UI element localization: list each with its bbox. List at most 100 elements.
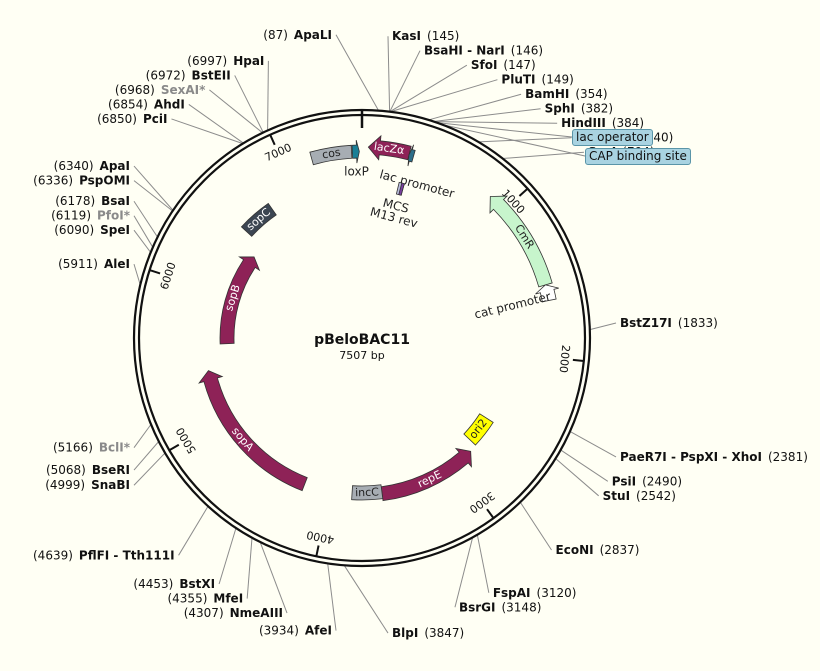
boxed-site-lac-operator[interactable]: lac operator — [572, 129, 653, 146]
site-bamhi[interactable]: BamHI(354) — [525, 87, 608, 101]
site-leader — [433, 108, 541, 123]
feature-loxp[interactable] — [351, 139, 360, 164]
site-bsai[interactable]: BsaI(6178) — [55, 194, 130, 208]
site-name: PaeR7I - PspXI - XhoI — [620, 450, 762, 464]
feature-sopc[interactable] — [240, 202, 277, 237]
site-pfoi[interactable]: PfoI*(6119) — [51, 209, 131, 223]
site-bsrgi[interactable]: BsrGI (3148) — [459, 600, 541, 614]
site-spei[interactable]: SpeI(6090) — [54, 223, 130, 237]
scale-tick — [486, 508, 495, 519]
site-name: SfoI — [471, 58, 498, 72]
boxed-site-leader — [442, 124, 586, 157]
site-pluti[interactable]: PluTI(149) — [501, 73, 573, 87]
site-leader — [171, 118, 244, 145]
site-name: PspOMI — [79, 174, 130, 188]
site-apai[interactable]: ApaI(6340) — [54, 159, 130, 173]
feature-loxp-label: loxP — [344, 165, 369, 179]
site-afei[interactable]: AfeI(3934) — [259, 624, 332, 638]
scale-tick-label: 3000 — [467, 489, 497, 516]
feature-incc-label: incC — [355, 486, 379, 500]
site-leader — [259, 541, 288, 614]
site-position: (6972) — [146, 68, 186, 82]
site-position: (1833) — [678, 316, 718, 330]
site-hpai[interactable]: HpaI(6997) — [187, 54, 264, 68]
site-name: BstXI — [179, 577, 215, 591]
site-mfei[interactable]: MfeI(4355) — [167, 592, 243, 606]
site-position: (3847) — [424, 626, 464, 640]
site-position: (6178) — [55, 194, 95, 208]
site-blpi[interactable]: BlpI (3847) — [392, 626, 464, 640]
site-sfoi[interactable]: SfoI(147) — [471, 58, 536, 72]
site-pflfi-tth111i[interactable]: PflFI - Tth111I(4639) — [33, 548, 175, 562]
site-stui[interactable]: StuI(2542) — [603, 489, 676, 503]
site-position: (146) — [511, 44, 543, 58]
site-psii[interactable]: PsiI(2490) — [612, 474, 682, 488]
site-kasi[interactable]: KasI(145) — [392, 29, 459, 43]
site-position: (4355) — [167, 592, 207, 606]
site-leader — [389, 50, 421, 112]
scale-tick — [315, 545, 320, 557]
site-name: BsrGI — [459, 600, 496, 614]
site-leader — [478, 137, 572, 143]
site-name: SnaBI — [91, 478, 130, 492]
site-name: BlpI — [392, 626, 418, 640]
site-alei[interactable]: AleI(5911) — [58, 257, 130, 271]
site-position: (87) — [263, 28, 288, 42]
site-bseri[interactable]: BseRI(5068) — [46, 463, 130, 477]
site-sexai[interactable]: SexAI*(6968) — [115, 83, 206, 97]
site-sphi[interactable]: SphI(382) — [545, 102, 614, 116]
site-name: BstZ17I — [620, 316, 672, 330]
feature-lac-promoter[interactable] — [407, 144, 416, 167]
boxed-site-cap-binding-site[interactable]: CAP binding site — [585, 148, 691, 165]
site-name: BseRI — [92, 463, 130, 477]
site-leader — [178, 505, 209, 556]
site-econi[interactable]: EcoNI(2837) — [556, 543, 640, 557]
site-labels: KasI(145)BsaHI - NarI(146)SfoI(147)PluTI… — [33, 28, 808, 640]
feature-ori2[interactable] — [463, 413, 494, 446]
feature-cat-promoter[interactable] — [535, 284, 559, 303]
site-position: (6997) — [187, 54, 227, 68]
scale-tick — [149, 269, 161, 275]
site-leader — [343, 565, 389, 634]
site-position: (3148) — [501, 600, 541, 614]
site-name: SpeI — [100, 223, 130, 237]
site-position: (6854) — [108, 97, 148, 111]
feature-sopa[interactable] — [198, 370, 308, 492]
site-name: KasI — [392, 29, 421, 43]
site-bcli[interactable]: BclI*(5166) — [53, 441, 131, 455]
site-nmeaiii[interactable]: NmeAIII(4307) — [184, 606, 283, 620]
site-leader — [519, 501, 552, 551]
scale-tick — [572, 358, 584, 362]
site-pcii[interactable]: PciI(6850) — [97, 112, 167, 126]
feature-sopb[interactable] — [219, 256, 261, 345]
site-snabi[interactable]: SnaBI(4999) — [45, 478, 130, 492]
site-bstz17i[interactable]: BstZ17I (1833) — [620, 316, 718, 330]
feature-cos[interactable] — [309, 144, 353, 166]
site-position: (149) — [542, 73, 574, 87]
site-leader — [133, 215, 154, 248]
site-paer7i-pspxi-xhoi[interactable]: PaeR7I - PspXI - XhoI(2381) — [620, 450, 808, 464]
site-name: PciI — [143, 112, 168, 126]
site-leader — [133, 452, 166, 486]
site-name: FspAI — [493, 586, 531, 600]
feature-incc[interactable] — [351, 484, 384, 501]
site-hindiii[interactable]: HindIII(384) — [561, 116, 644, 130]
site-apali[interactable]: ApaLI(87) — [263, 28, 332, 42]
feature-m13-rev[interactable] — [398, 182, 405, 196]
site-name: EcoNI — [556, 543, 594, 557]
site-bstxi[interactable]: BstXI(4453) — [133, 577, 215, 591]
site-position: (382) — [581, 102, 613, 116]
feature-cat-promoter-label: cat promoter — [473, 289, 552, 321]
site-position: (6968) — [115, 83, 155, 97]
site-name: ApaI — [100, 159, 130, 173]
scale-tick — [168, 443, 180, 452]
site-pspomi[interactable]: PspOMI(6336) — [33, 174, 130, 188]
site-bsahi-nari[interactable]: BsaHI - NarI(146) — [424, 44, 543, 58]
site-position: (5166) — [53, 441, 93, 455]
site-ahdi[interactable]: AhdI(6854) — [108, 97, 185, 111]
site-fspai[interactable]: FspAI(3120) — [493, 586, 577, 600]
site-leader-lines — [133, 34, 617, 634]
site-position: (6119) — [51, 209, 91, 223]
site-bsteii[interactable]: BstEII(6972) — [146, 68, 231, 82]
